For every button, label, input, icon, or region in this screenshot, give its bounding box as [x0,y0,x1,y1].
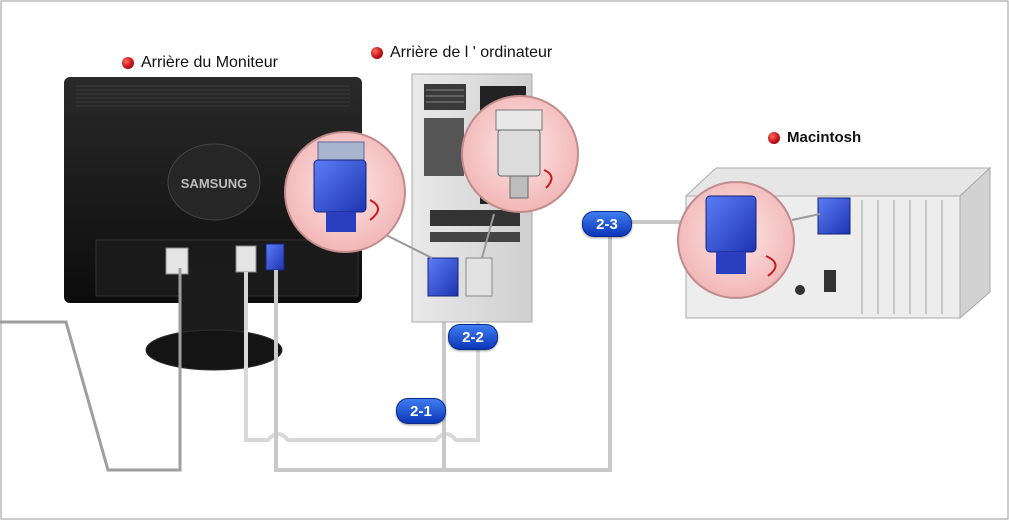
magnifier-dvi-pc [461,95,579,259]
label-monitor-back: Arrière du Moniteur [122,54,278,72]
samsung-logo: SAMSUNG [181,176,247,191]
badge-2-3: 2-3 [582,211,632,237]
label-macintosh: Macintosh [768,129,861,146]
badge-2-1: 2-1 [396,398,446,424]
power-cable [0,268,182,472]
magnifier-vga-pc [284,131,433,259]
label-computer-back: Arrière de l ' ordinateur [371,44,552,62]
bullet-icon [371,47,383,59]
cables [244,220,684,472]
bullet-icon [122,57,134,69]
badge-2-2: 2-2 [448,324,498,350]
bullet-icon [768,131,780,144]
magnifier-vga-mac [677,181,821,299]
